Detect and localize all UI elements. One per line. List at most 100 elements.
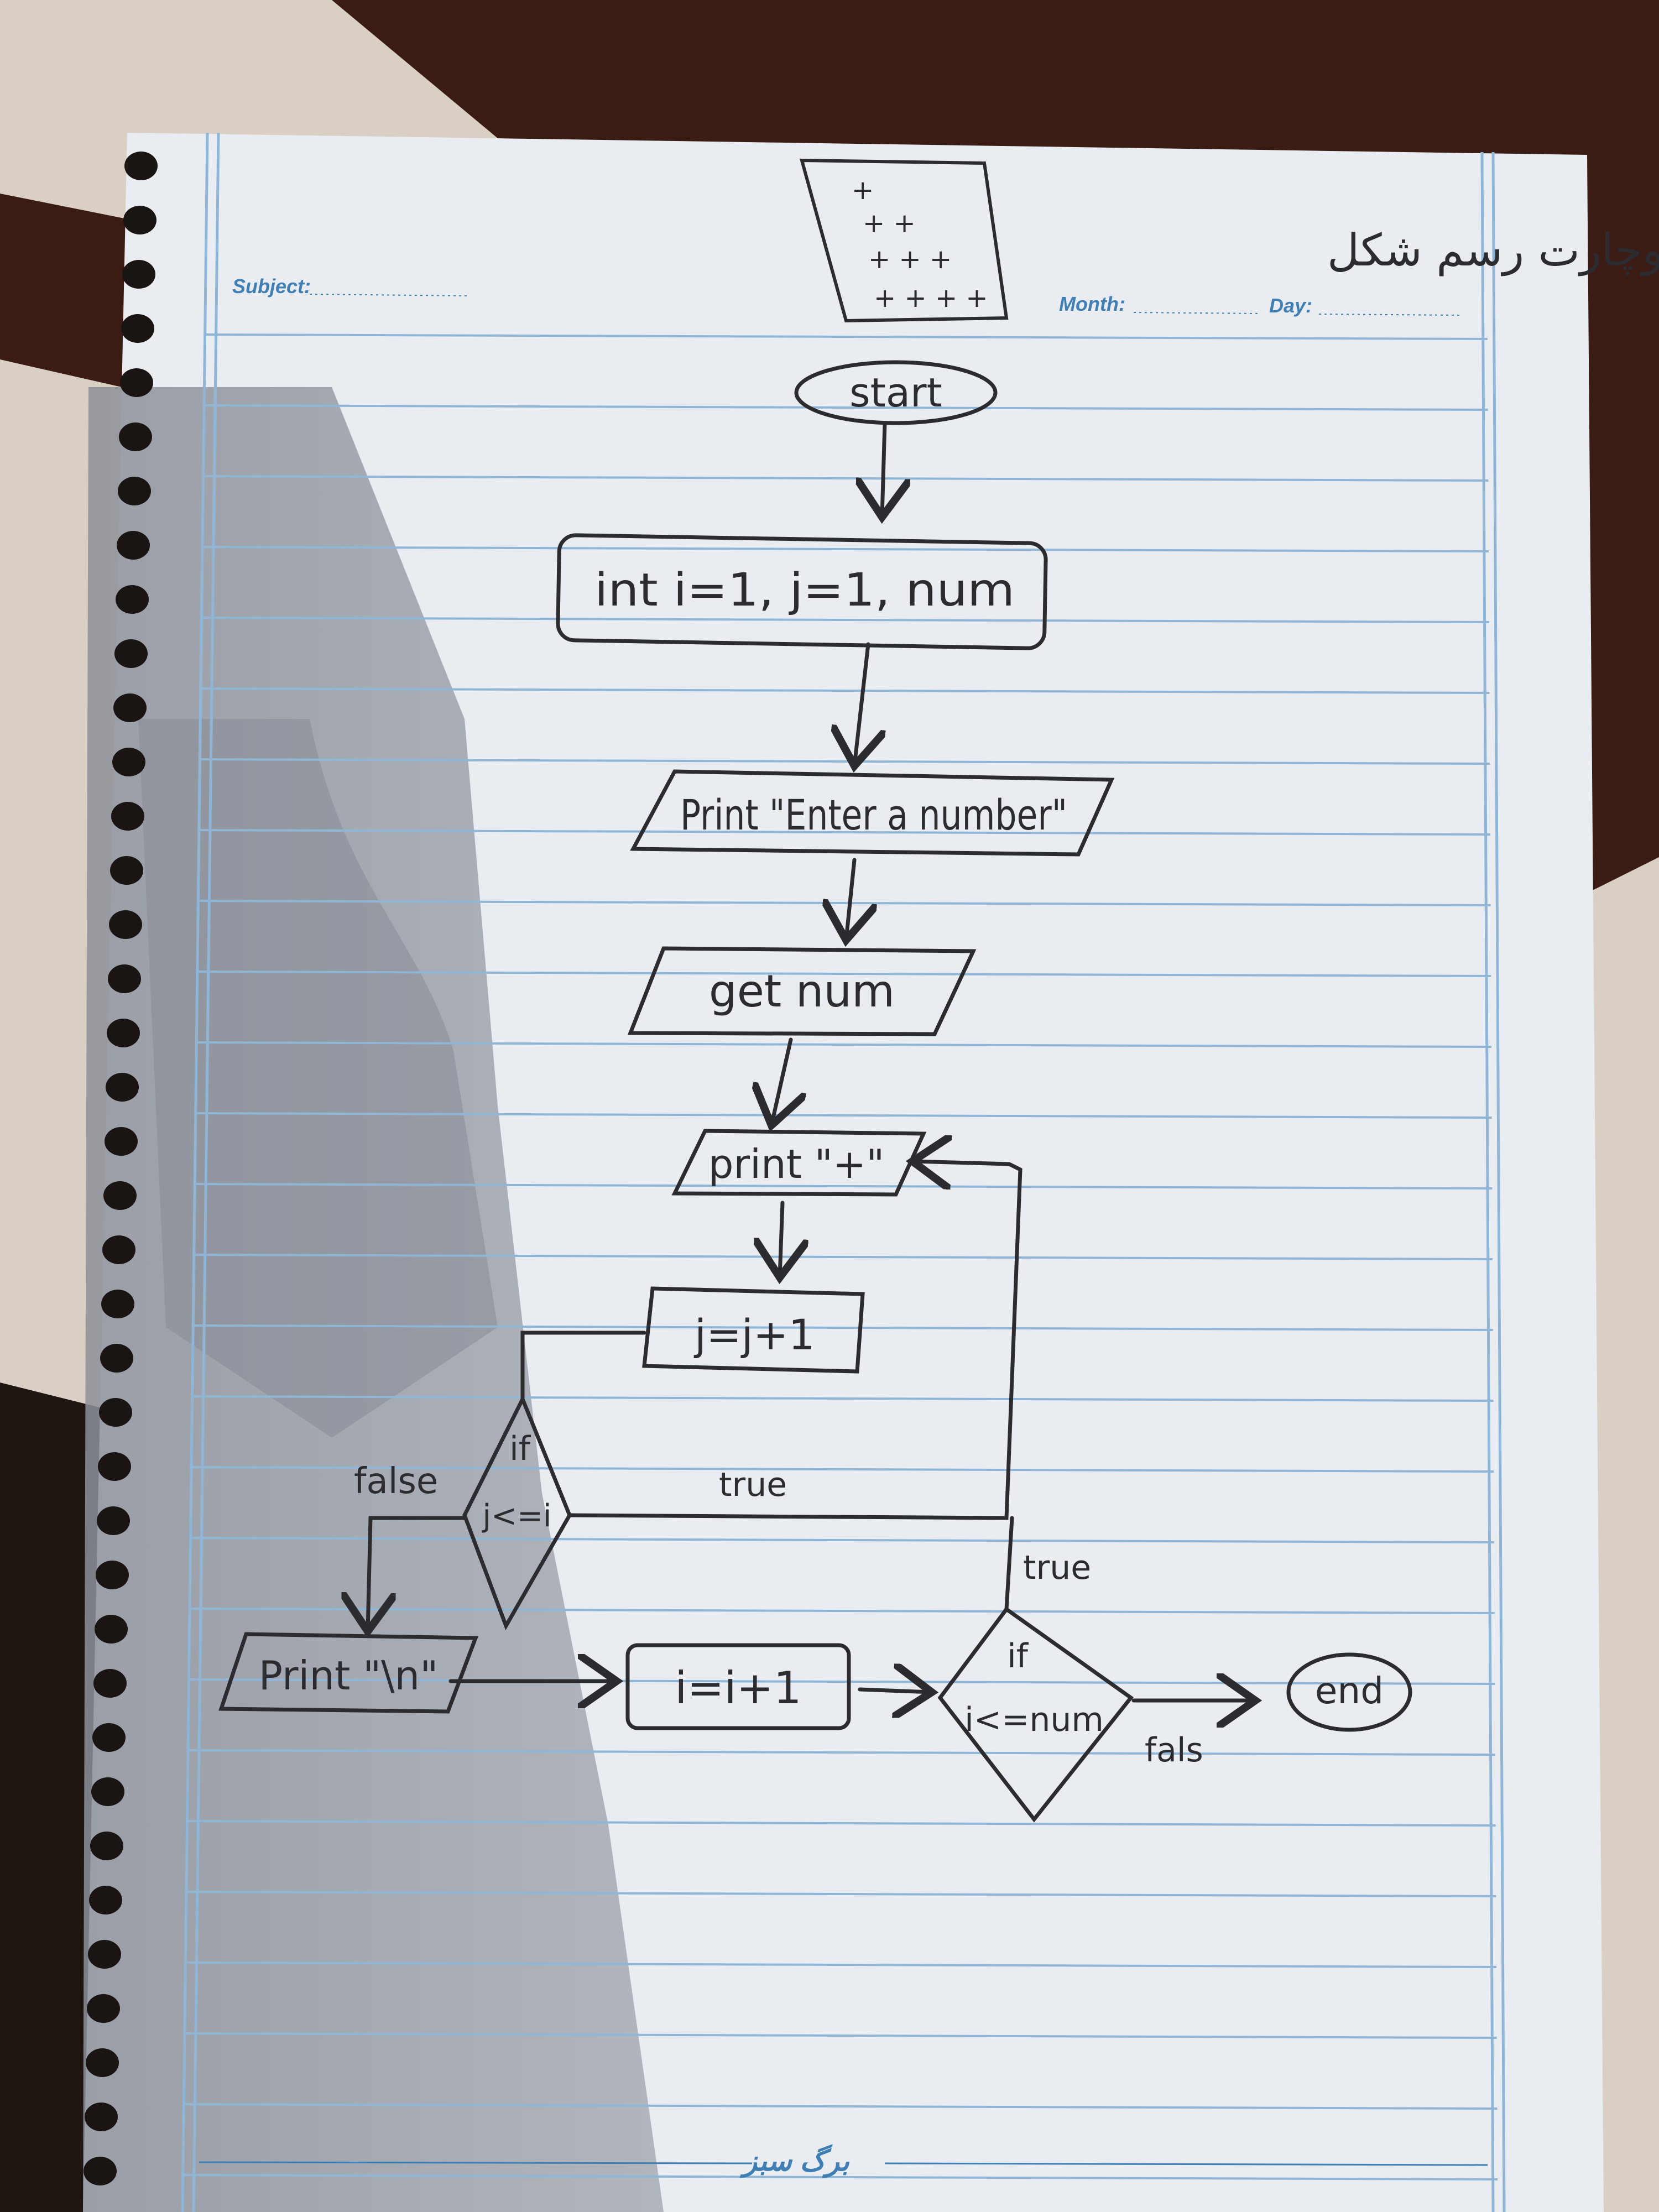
ruled-line (185, 1961, 1497, 1968)
spiral-hole (93, 1669, 127, 1698)
prompt-node (630, 769, 1115, 857)
month-label: Month: (1059, 293, 1125, 315)
subject-line (309, 294, 471, 296)
subject-label: Subject: (232, 275, 311, 298)
label-true-j: true (719, 1465, 787, 1504)
input-text: get num (709, 966, 895, 1017)
spiral-hole (112, 748, 145, 776)
spiral-hole (96, 1561, 129, 1589)
ruled-line (196, 1041, 1492, 1048)
spiral-hole (110, 856, 143, 885)
spiral-hole (118, 477, 151, 505)
ruled-line (200, 687, 1490, 694)
ruled-line (184, 2032, 1497, 2039)
pattern-row-2: + + (863, 208, 916, 239)
ruled-lines (182, 333, 1498, 2180)
spiral-hole (116, 585, 149, 614)
spiral-hole (117, 531, 150, 560)
spiral-hole (97, 1506, 130, 1535)
arrow-init-prompt (854, 642, 868, 766)
spiral-hole (122, 260, 155, 289)
spiral-hole (109, 910, 142, 939)
ruled-line (187, 1749, 1496, 1756)
spiral-hole (95, 1615, 128, 1644)
spiral-hole (119, 422, 152, 451)
spiral-hole (85, 2103, 118, 2131)
ruled-line (202, 546, 1489, 552)
arrow-inci-decision (858, 1689, 932, 1692)
arrow-input-printplus (771, 1037, 791, 1125)
arrow-i-true (1004, 1516, 1014, 1611)
spiral-hole (111, 802, 144, 831)
spiral-hole (90, 1832, 123, 1860)
pattern-row-4: + + + + (874, 283, 988, 314)
decision-j-cond-text: j<=i (482, 1498, 552, 1534)
decision-j-if-text: if (509, 1430, 531, 1468)
label-true-i: true (1023, 1548, 1091, 1587)
spiral-hole (99, 1398, 132, 1427)
ruled-line (192, 1324, 1493, 1331)
spiral-hole (105, 1127, 138, 1156)
hand-shadow-upper (138, 719, 498, 1438)
spiral-hole (120, 368, 153, 397)
arrow-printplus-incj (780, 1201, 782, 1277)
pattern-row-1: + (852, 175, 874, 206)
footer-line-left (199, 2161, 753, 2164)
spiral-hole (98, 1452, 131, 1481)
start-text: start (849, 369, 942, 416)
spiral-hole (102, 1235, 135, 1264)
printnl-text: Print "\n" (259, 1652, 439, 1699)
ruled-line (194, 1183, 1493, 1190)
spiral-hole (114, 639, 148, 668)
ruled-line (184, 2103, 1498, 2110)
ruled-line (191, 1466, 1494, 1473)
ruled-line (190, 1537, 1494, 1543)
arrow-j-false (368, 1516, 467, 1631)
spiral-hole (106, 1073, 139, 1102)
spiral-hole (123, 206, 156, 234)
init-node (556, 533, 1048, 650)
arrow-incj-decision (520, 1331, 646, 1401)
pattern-row-3: + + + (868, 244, 952, 275)
incj-node (642, 1286, 865, 1374)
spiral-hole (92, 1723, 126, 1752)
footer-brand: برگ سبز (739, 2144, 850, 2178)
margin-lines (181, 132, 1506, 2212)
incj-text: j=j+1 (693, 1310, 815, 1359)
spiral-hole (84, 2157, 117, 2185)
month-line (1133, 312, 1261, 314)
printplus-text: print "+" (708, 1141, 885, 1187)
flowchart (218, 360, 1412, 1823)
ruled-line (202, 475, 1489, 482)
blanket-dark-left (0, 194, 138, 387)
ruled-line (189, 1678, 1495, 1685)
decision-i-cond-text: i<=num (964, 1700, 1104, 1739)
persian-title: فلوچارت رسم شکل (1327, 225, 1659, 276)
prompt-text: Print "Enter a number" (680, 790, 1067, 839)
day-line (1318, 314, 1460, 316)
spiral-hole (88, 1940, 121, 1969)
input-node (627, 946, 977, 1036)
spiral-hole (113, 693, 147, 722)
printplus-node (671, 1129, 927, 1197)
pattern-box (800, 158, 1009, 323)
blanket-dark-left-bottom (0, 1383, 111, 2212)
ruled-line (186, 1891, 1496, 1897)
ruled-line (204, 333, 1488, 340)
spiral-hole (91, 1777, 124, 1806)
spiral-hole (108, 964, 141, 993)
label-false-i: fals (1145, 1731, 1203, 1770)
label-false-j: false (354, 1461, 438, 1502)
spiral-hole (103, 1181, 137, 1210)
ruled-line (194, 1254, 1493, 1260)
spiral-hole (124, 152, 158, 180)
ruled-line (189, 1608, 1495, 1614)
ruled-line (201, 617, 1489, 623)
end-node (1286, 1652, 1412, 1732)
arrow-start-init (882, 421, 885, 517)
printnl-node (218, 1632, 479, 1714)
spiral-hole (86, 2048, 119, 2077)
decision-j-node (462, 1394, 572, 1631)
spiral-hole (107, 1019, 140, 1047)
